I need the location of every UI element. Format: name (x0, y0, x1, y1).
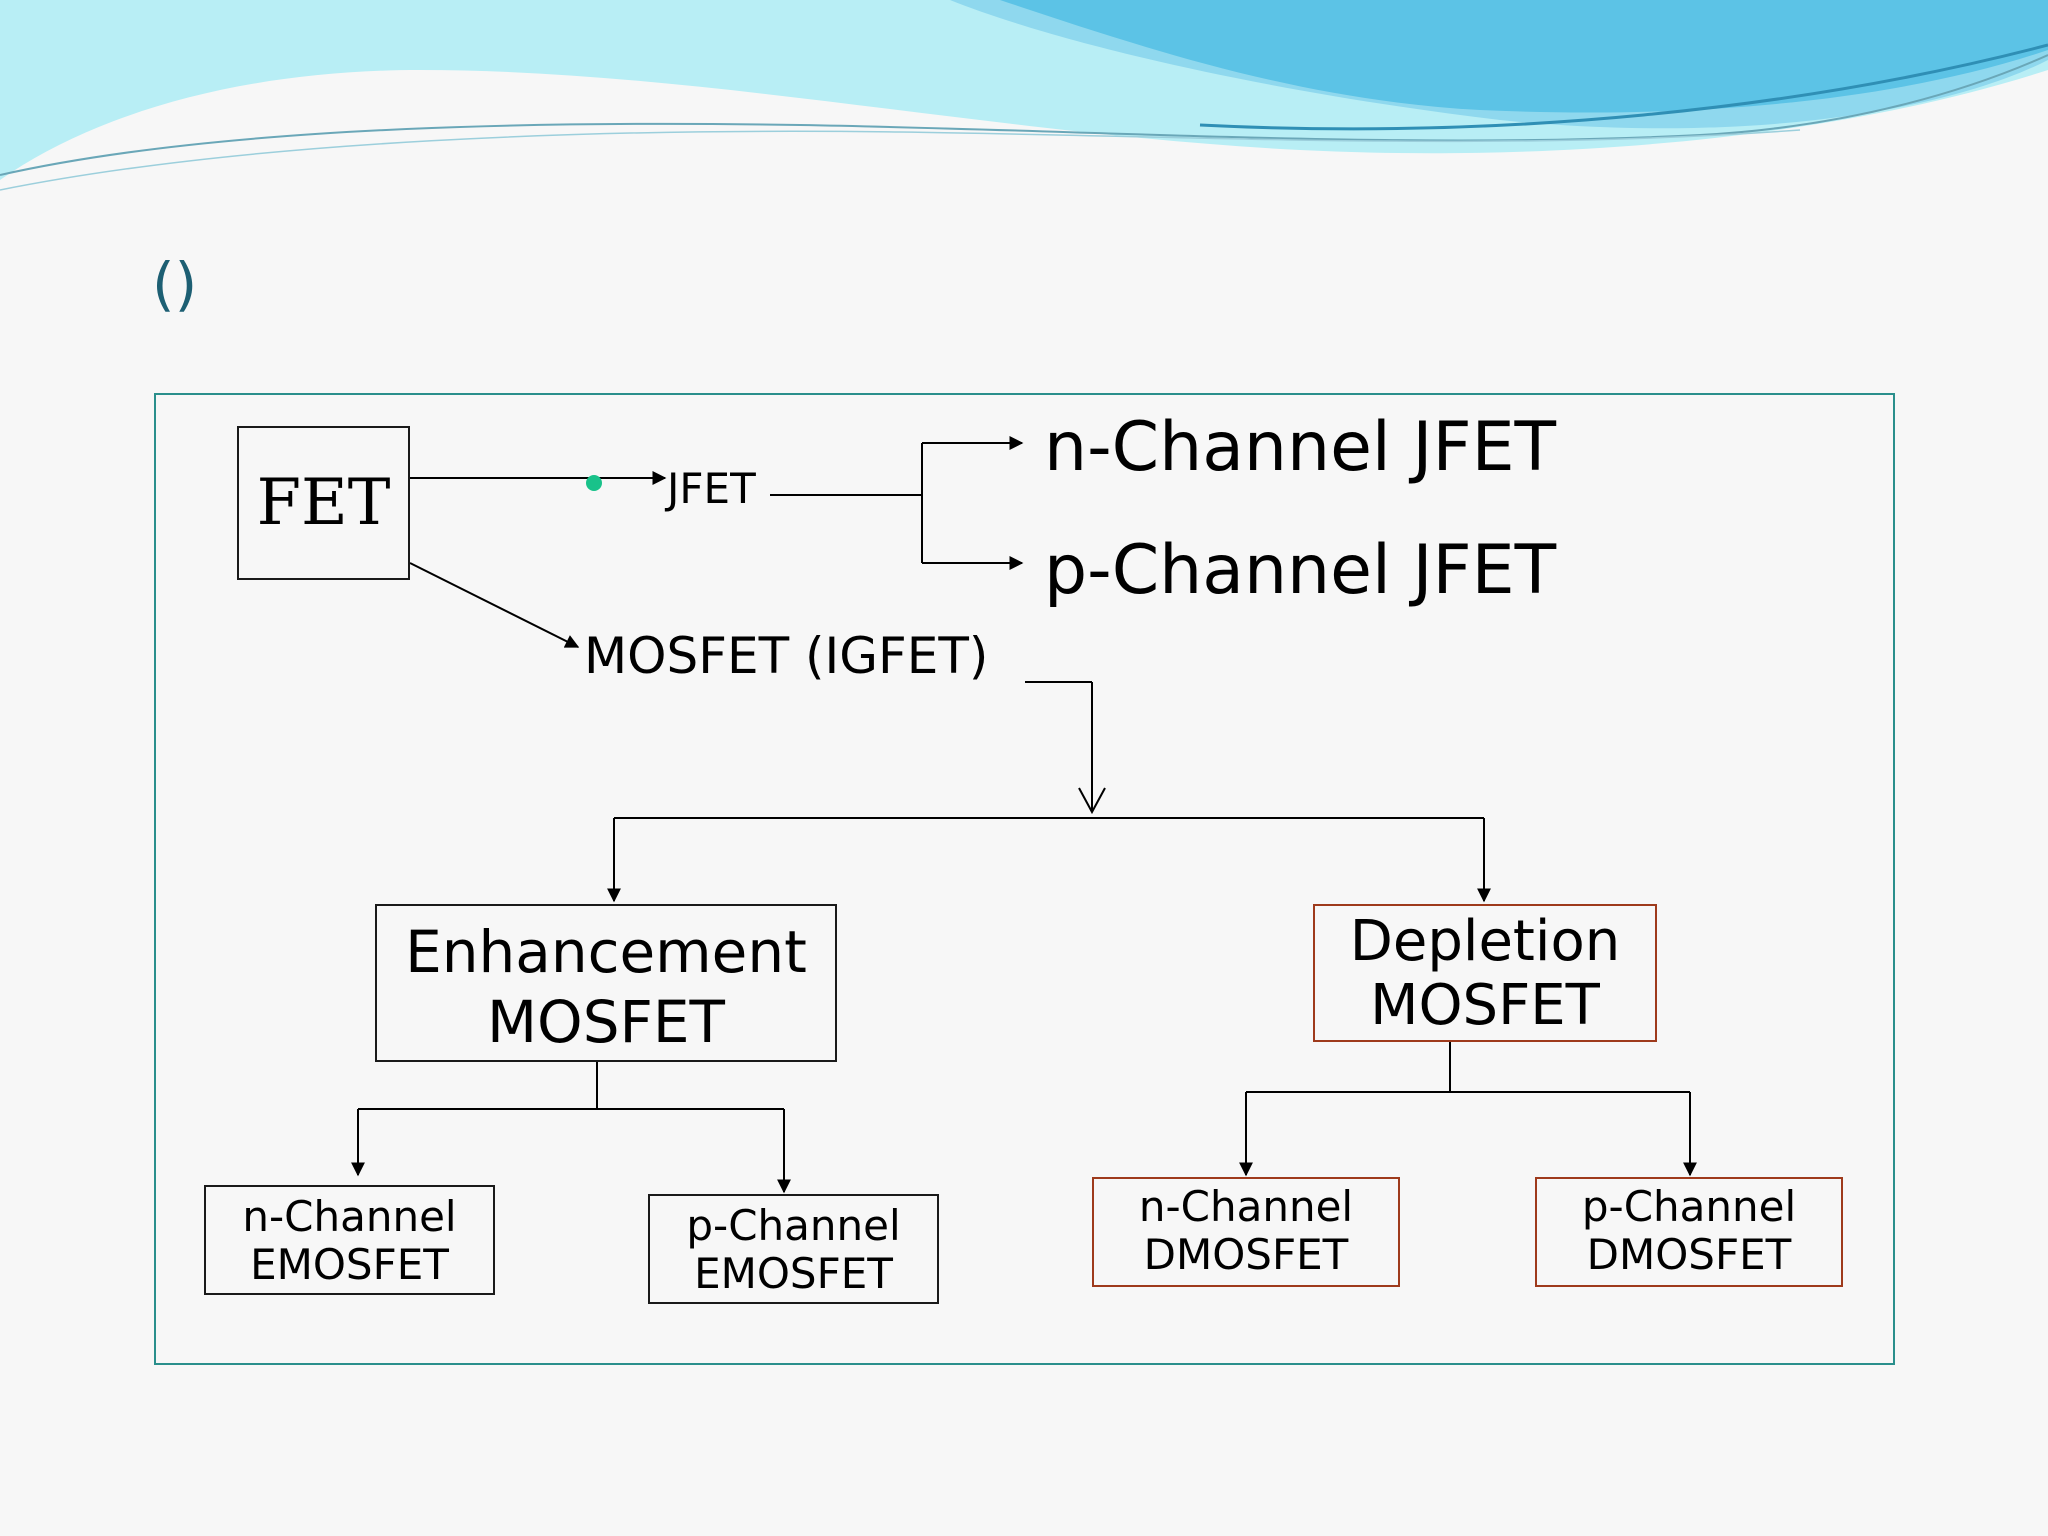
fet-box: FET (237, 426, 410, 580)
n-channel-jfet-label: n-Channel JFET (1044, 408, 1557, 487)
p-emosfet-line2: EMOSFET (694, 1249, 893, 1299)
enhancement-mosfet-box: Enhancement MOSFET (375, 904, 837, 1062)
p-channel-emosfet-box: p-Channel EMOSFET (648, 1194, 939, 1304)
fet-label: FET (256, 466, 391, 540)
depletion-line1: Depletion (1349, 909, 1621, 974)
p-dmosfet-line1: p-Channel (1581, 1182, 1797, 1231)
n-channel-dmosfet-box: n-Channel DMOSFET (1092, 1177, 1400, 1287)
jfet-label: JFET (667, 464, 756, 513)
p-dmosfet-line2: DMOSFET (1586, 1230, 1792, 1280)
mosfet-igfet-label: MOSFET (IGFET) (584, 627, 989, 685)
n-dmosfet-line2: DMOSFET (1143, 1230, 1349, 1280)
p-channel-dmosfet-box: p-Channel DMOSFET (1535, 1177, 1843, 1287)
p-channel-jfet-label: p-Channel JFET (1044, 531, 1557, 610)
header-wave-banner (0, 0, 2048, 191)
n-dmosfet-line1: n-Channel (1138, 1182, 1354, 1231)
cursor-dot (586, 475, 602, 491)
enhancement-line1: Enhancement (405, 918, 807, 986)
n-emosfet-line2: EMOSFET (250, 1240, 449, 1290)
depletion-line2: MOSFET (1370, 973, 1600, 1039)
n-emosfet-line1: n-Channel (242, 1192, 457, 1241)
p-emosfet-line1: p-Channel (686, 1201, 901, 1250)
depletion-mosfet-box: Depletion MOSFET (1313, 904, 1657, 1042)
slide-title: () (152, 250, 198, 318)
enhancement-line2: MOSFET (487, 987, 725, 1056)
n-channel-emosfet-box: n-Channel EMOSFET (204, 1185, 495, 1295)
diagram-frame (154, 393, 1895, 1365)
